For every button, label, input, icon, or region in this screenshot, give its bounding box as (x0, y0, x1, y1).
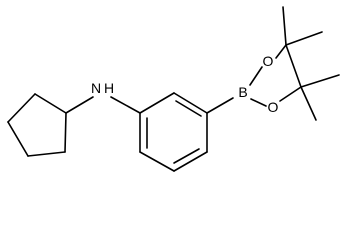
bond-o-bottom-c (279, 86, 302, 102)
bond-o-top-c (275, 44, 287, 59)
bond-n-aryl (110, 96, 141, 114)
bond-cp-n (65, 96, 94, 114)
oxygen-top-label: O (263, 53, 274, 69)
bond-b-o-bottom (250, 98, 267, 107)
bond-bz-1 (139, 92, 175, 114)
cyclopentane-ring (7, 93, 67, 157)
bond-bz-2 (173, 92, 208, 114)
benzene-ring (139, 92, 208, 172)
boron-label: B (238, 84, 247, 100)
nitrogen-label: N (91, 80, 101, 96)
oxygen-bottom-label: O (268, 99, 279, 115)
methyl-top-up (282, 6, 287, 46)
bond-cp-2 (7, 93, 36, 123)
methyl-bottom-right (300, 74, 340, 88)
methyl-groups (282, 6, 340, 121)
bond-bz-double-2 (173, 148, 200, 164)
bond-cp-5 (64, 112, 67, 153)
bond-bz-double-1 (175, 100, 202, 117)
bond-cp-3 (7, 121, 29, 157)
methyl-top-right (285, 31, 323, 46)
bond-cp-1 (34, 93, 67, 114)
methyl-bottom-down (300, 86, 317, 121)
bond-bz-4 (173, 151, 208, 172)
bond-cp-4 (27, 151, 66, 157)
bond-b-o-top (249, 66, 263, 86)
dioxaborolane-ring (249, 44, 302, 107)
bond-bz-5 (139, 151, 175, 172)
bond-c-c-ring (285, 44, 302, 88)
chemical-structure-diagram: N H B O O (7, 6, 340, 172)
bond-aryl-b (206, 97, 234, 114)
hydrogen-label: H (104, 80, 114, 96)
